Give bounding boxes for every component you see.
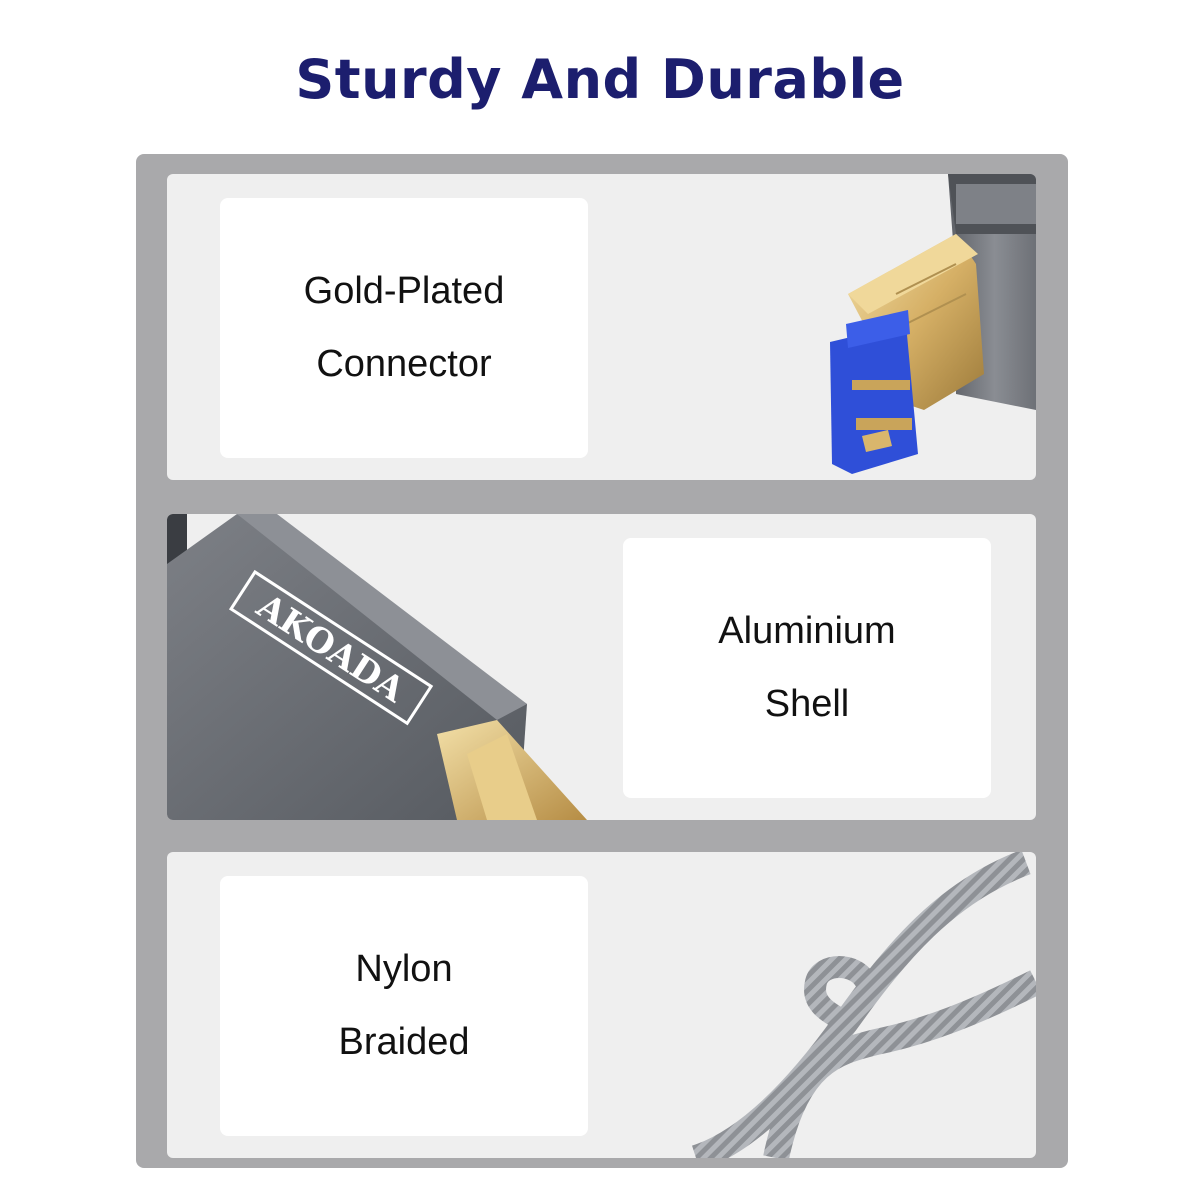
feature-card: Aluminium Shell bbox=[623, 538, 991, 798]
feature-panel-nylon: Nylon Braided bbox=[167, 852, 1036, 1158]
aluminium-shell-illustration: AKOADA bbox=[167, 514, 587, 820]
feature-line-1: Gold-Plated bbox=[303, 270, 505, 312]
feature-line-2: Shell bbox=[764, 683, 850, 725]
feature-line-1: Aluminium bbox=[718, 610, 896, 652]
feature-card: Nylon Braided bbox=[220, 876, 588, 1136]
feature-panel-aluminium: AKOADA Aluminium Shell bbox=[167, 514, 1036, 820]
page-title: Sturdy And Durable bbox=[295, 48, 905, 111]
gold-connector-illustration bbox=[830, 174, 1036, 474]
braided-cable-illustration bbox=[691, 852, 1036, 1158]
feature-line-1: Nylon bbox=[355, 948, 453, 990]
feature-panel-gold-plated: Gold-Plated Connector bbox=[167, 174, 1036, 480]
feature-line-2: Connector bbox=[316, 343, 492, 385]
feature-line-2: Braided bbox=[338, 1021, 470, 1063]
feature-card: Gold-Plated Connector bbox=[220, 198, 588, 458]
